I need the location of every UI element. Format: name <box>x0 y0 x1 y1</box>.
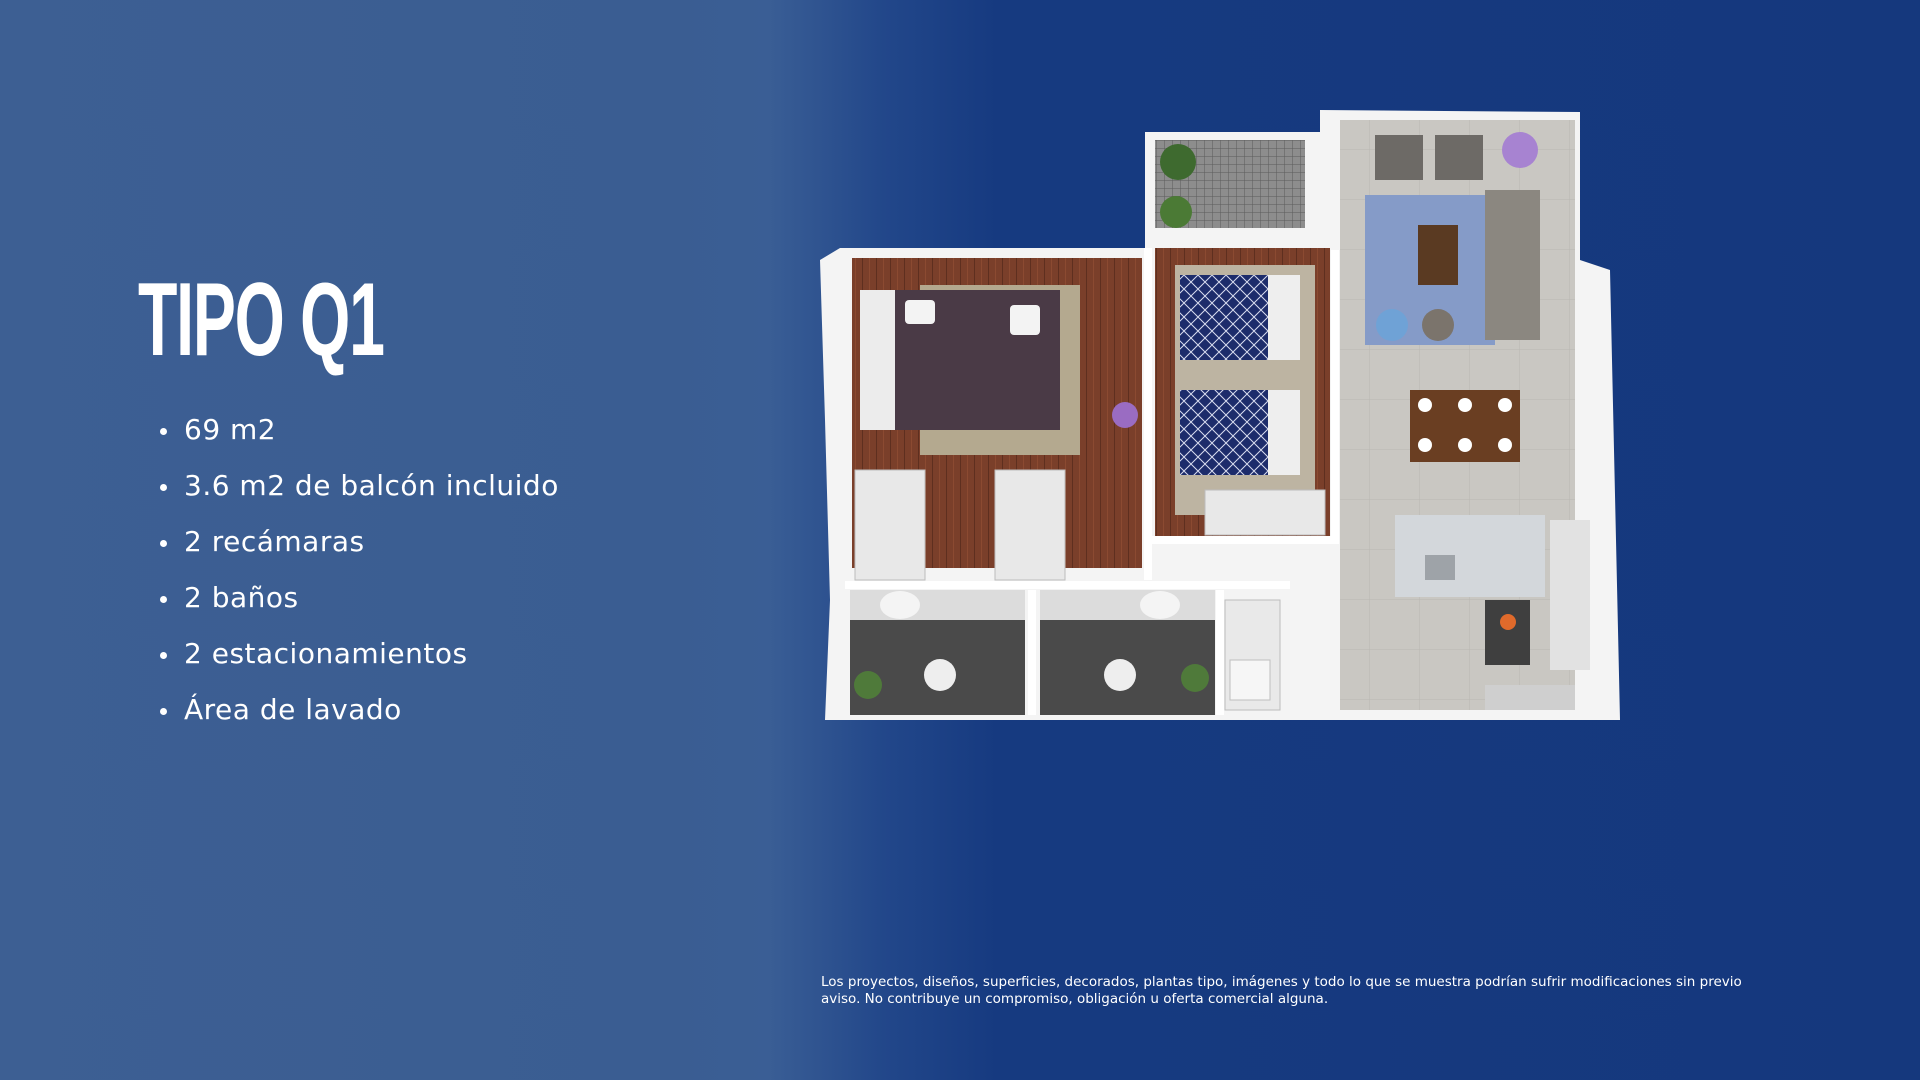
feature-item-balcony: 3.6 m2 de balcón incluido <box>160 458 559 514</box>
flowers-icon <box>1112 402 1138 428</box>
feature-text: 69 m2 <box>184 413 277 446</box>
armchair <box>1435 135 1483 180</box>
floor-plan-image <box>820 110 1620 720</box>
bullet-icon <box>160 428 167 435</box>
feature-text: 2 recámaras <box>184 525 365 558</box>
page-title: TIPO Q1 <box>138 262 385 378</box>
plant-icon <box>854 671 882 699</box>
bullet-icon <box>160 540 167 547</box>
feature-item-laundry: Área de lavado <box>160 682 559 738</box>
kitchen-counter <box>1550 520 1590 670</box>
sofa <box>1485 190 1540 340</box>
coffee-table <box>1418 225 1458 285</box>
plant-icon <box>1181 664 1209 692</box>
stove <box>1485 600 1530 665</box>
flowers-icon <box>1502 132 1538 168</box>
sink-icon <box>1104 659 1136 691</box>
toilet-icon <box>880 591 920 619</box>
feature-item-bathrooms: 2 baños <box>160 570 559 626</box>
feature-list: 69 m2 3.6 m2 de balcón incluido 2 recáma… <box>160 402 559 738</box>
disclaimer-text: Los proyectos, diseños, superficies, dec… <box>821 974 1742 1007</box>
feature-text: 2 baños <box>184 581 299 614</box>
armchair <box>1375 135 1423 180</box>
plant-icon <box>1160 196 1192 228</box>
feature-text: Área de lavado <box>184 693 402 726</box>
bullet-icon <box>160 596 167 603</box>
plant-icon <box>1160 144 1196 180</box>
bullet-icon <box>160 652 167 659</box>
feature-text: 3.6 m2 de balcón incluido <box>184 469 559 502</box>
sink-icon <box>924 659 956 691</box>
bullet-icon <box>160 708 167 715</box>
kitchen-island <box>1395 515 1545 597</box>
feature-text: 2 estacionamientos <box>184 637 468 670</box>
feature-item-parking: 2 estacionamientos <box>160 626 559 682</box>
toilet-icon <box>1140 591 1180 619</box>
feature-item-area: 69 m2 <box>160 402 559 458</box>
feature-item-bedrooms: 2 recámaras <box>160 514 559 570</box>
bullet-icon <box>160 484 167 491</box>
